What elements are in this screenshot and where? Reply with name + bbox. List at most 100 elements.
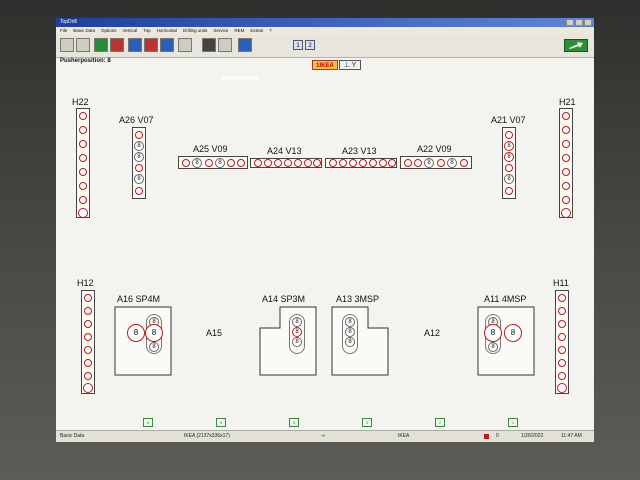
drill-hole	[562, 182, 570, 190]
drill-bar-a21[interactable]: 8 8 8	[502, 127, 516, 199]
menu-service[interactable]: Service	[213, 28, 229, 33]
print-icon[interactable]	[76, 38, 90, 52]
drill-hole	[349, 159, 357, 167]
drill-hole	[388, 159, 396, 167]
menu-rem[interactable]: REM	[234, 28, 245, 33]
menu-options[interactable]: Options	[101, 28, 117, 33]
drill-bar-a26[interactable]: 8 8 8	[132, 127, 146, 199]
menu-horizontal[interactable]: Horizontal	[156, 28, 177, 33]
screen-glare	[221, 76, 259, 80]
drill-hole	[558, 372, 566, 380]
drill-hole-8: 8	[345, 327, 355, 337]
menu-top[interactable]: Top	[143, 28, 151, 33]
station-marker-4[interactable]: 4	[289, 418, 299, 427]
drill-hole-large	[83, 383, 93, 393]
status-program: IKEA (2137x336x17)	[184, 433, 230, 439]
check-icon[interactable]	[178, 38, 192, 52]
drill-hole	[339, 159, 347, 167]
drill-bar-h11[interactable]	[555, 290, 569, 394]
drill-hole-8: 8	[134, 174, 144, 184]
drill-hole-8: 8	[134, 141, 144, 151]
drill-icon[interactable]	[128, 38, 142, 52]
station-marker-5[interactable]: 5	[216, 418, 226, 427]
drill-spindle-8: 8	[145, 324, 163, 342]
drill-bar-h22[interactable]	[76, 108, 90, 218]
drill-hole	[135, 187, 143, 195]
drill-hole	[329, 159, 337, 167]
arrow-up-right-icon	[569, 42, 583, 49]
drill-hole	[562, 126, 570, 134]
panel-icon[interactable]	[160, 38, 174, 52]
menu-basic-data[interactable]: Basic Data	[73, 28, 96, 33]
program-tag[interactable]: 1IKEA	[312, 60, 338, 70]
drill-hole	[205, 159, 213, 167]
tool-icon[interactable]	[110, 38, 124, 52]
drill-hole	[79, 196, 87, 204]
drill-hole-8: 8	[134, 152, 144, 162]
drill-hole	[182, 159, 190, 167]
drill-hole	[505, 164, 513, 172]
panel-a14[interactable]	[259, 306, 317, 376]
drill-hole-8: 8	[424, 158, 434, 168]
drill-bar-h21[interactable]	[559, 108, 573, 218]
maximize-button[interactable]	[575, 19, 583, 26]
close-button[interactable]	[584, 19, 592, 26]
label-h22: H22	[72, 97, 89, 107]
drill-hole	[237, 159, 245, 167]
drill-hole	[135, 164, 143, 172]
drill-hole	[84, 372, 92, 380]
panel-a16[interactable]	[114, 306, 172, 376]
drill-bar-a23[interactable]	[325, 158, 397, 168]
label-h12: H12	[77, 278, 94, 288]
menu-file[interactable]: File	[60, 28, 68, 33]
drill-hole	[369, 159, 377, 167]
drill-hole-large	[78, 208, 88, 218]
drill-hole	[254, 159, 262, 167]
station-marker-6[interactable]: 6	[143, 418, 153, 427]
drill-hole-large	[561, 208, 571, 218]
label-a23: A23 V13	[342, 146, 377, 156]
minimize-button[interactable]	[566, 19, 574, 26]
drill-hole	[558, 307, 566, 315]
drill-hole	[558, 359, 566, 367]
panel-a13[interactable]	[331, 306, 389, 376]
layers-icon[interactable]	[202, 38, 216, 52]
menu-help[interactable]: ?	[269, 28, 272, 33]
open-folder-icon[interactable]	[60, 38, 74, 52]
machine-icon[interactable]	[238, 38, 252, 52]
menu-vertical[interactable]: Vertical	[122, 28, 138, 33]
start-button[interactable]	[564, 39, 588, 52]
drill-hole	[558, 294, 566, 302]
drill-hole	[84, 294, 92, 302]
drill-hole	[558, 333, 566, 341]
drill-hole	[79, 112, 87, 120]
station-marker-3[interactable]: 3	[362, 418, 372, 427]
mode-icons[interactable]: ⊥ Y	[339, 60, 361, 70]
status-mode: Basic Data	[60, 433, 85, 439]
drill-hole	[562, 140, 570, 148]
drill-bar-a22[interactable]: 8 8	[400, 156, 472, 169]
drill-hole	[562, 112, 570, 120]
station-2-button[interactable]: 2	[305, 40, 315, 50]
drill-bar-h12[interactable]	[81, 290, 95, 394]
label-a14: A14 SP3M	[262, 294, 306, 304]
drill-hole-8: 8	[149, 342, 159, 352]
grid-icon[interactable]	[218, 38, 232, 52]
drill-bar-a25[interactable]: 8 8	[178, 156, 248, 169]
drill-bar-a24[interactable]	[250, 158, 322, 168]
stop-icon[interactable]	[144, 38, 158, 52]
program-icon[interactable]	[94, 38, 108, 52]
station-marker-1[interactable]: 1	[508, 418, 518, 427]
menu-extras[interactable]: Extras	[250, 28, 264, 33]
drill-hole	[84, 346, 92, 354]
label-a11: A11 4MSP	[484, 294, 527, 304]
alarm-icon	[484, 434, 489, 439]
drill-hole	[79, 126, 87, 134]
menu-drilling-units[interactable]: Drilling units	[182, 28, 208, 33]
station-1-button[interactable]: 1	[293, 40, 303, 50]
station-marker-2[interactable]: 2	[435, 418, 445, 427]
drill-hole	[264, 159, 272, 167]
drill-hole-8: 8	[447, 158, 457, 168]
label-a24: A24 V13	[267, 146, 302, 156]
status-name: IKEA	[398, 433, 410, 439]
